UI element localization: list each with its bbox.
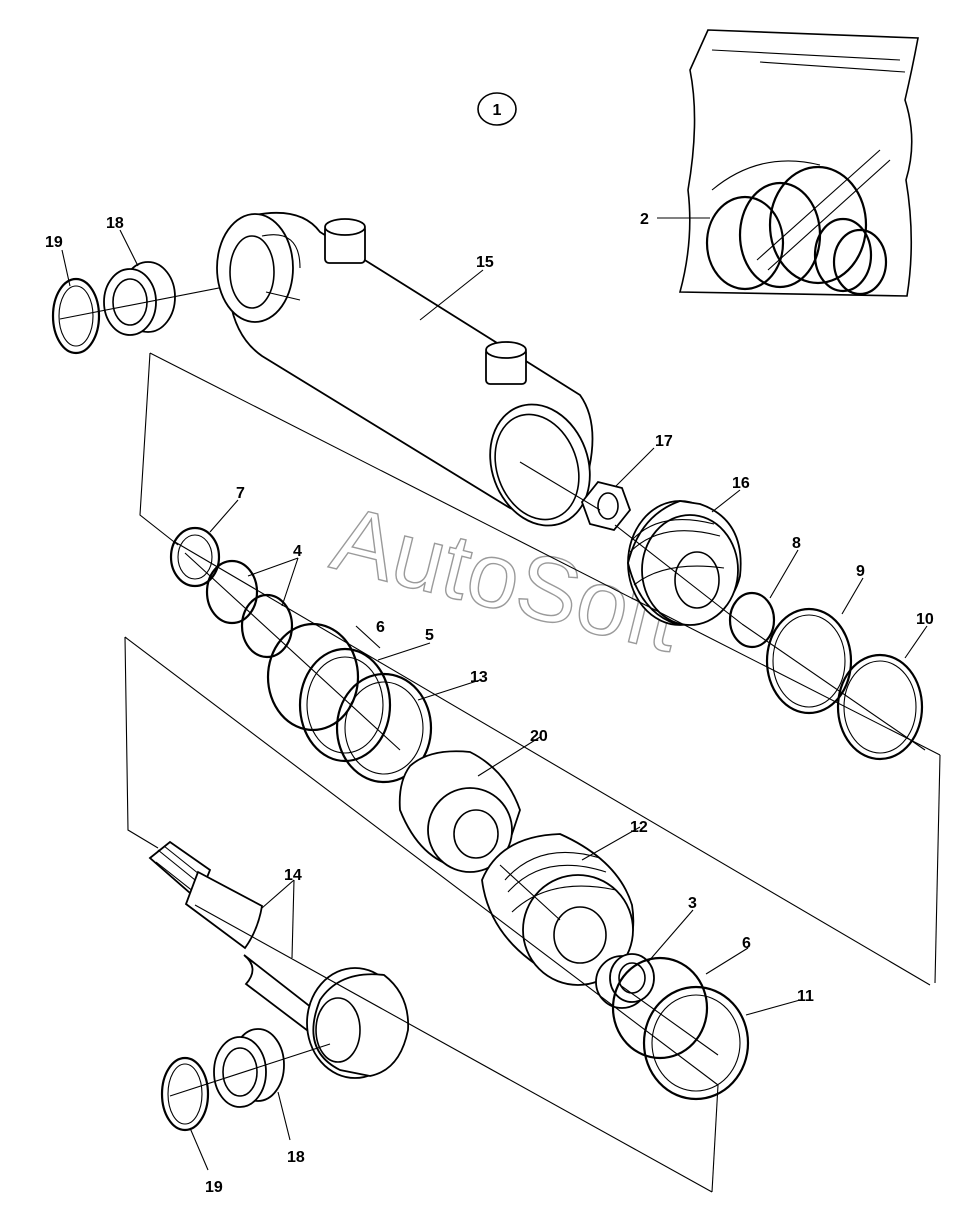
o-ring-4a: [205, 559, 259, 625]
label-4: 4: [293, 543, 302, 560]
seal-ring-5: [298, 647, 392, 763]
seal-ring-11: [642, 985, 750, 1101]
label-9: 9: [856, 563, 865, 580]
label-6-top: 6: [376, 619, 385, 636]
seal-ring-13: [335, 672, 433, 784]
assembly-number-badge: 1: [477, 92, 517, 126]
piston-front: [481, 833, 635, 986]
label-5: 5: [425, 627, 434, 644]
piston-rod: [148, 840, 409, 1079]
label-2: 2: [640, 211, 649, 228]
label-18-top: 18: [106, 215, 124, 232]
seal-ring-9: [765, 607, 853, 715]
part-labels: 19 18 2 15 17 16 7 4 6 5 13 20 8 9 10 12…: [45, 211, 934, 1196]
label-6-bottom: 6: [742, 935, 751, 952]
label-10: 10: [916, 611, 934, 628]
wiper-ring-7: [169, 526, 221, 588]
label-3: 3: [688, 895, 697, 912]
label-14: 14: [284, 867, 302, 884]
label-16: 16: [732, 475, 750, 492]
seal-kit-bag: [678, 29, 919, 297]
hex-nut: [580, 480, 632, 532]
seal-ring-6: [266, 622, 360, 732]
label-17: 17: [655, 433, 673, 450]
o-ring-4b: [240, 593, 294, 659]
label-8: 8: [792, 535, 801, 552]
cylinder-tube: [216, 211, 594, 527]
seal-ring-10: [836, 653, 924, 761]
label-20: 20: [530, 728, 548, 745]
piston-rear: [627, 500, 742, 626]
label-18-bottom: 18: [287, 1149, 305, 1166]
o-ring-8: [728, 591, 776, 649]
bushing-bottom: [213, 1028, 285, 1108]
label-12: 12: [630, 819, 648, 836]
assembly-number: 1: [493, 102, 502, 119]
leader-lines: [61, 217, 928, 1171]
assembly-guide-lines: [124, 291, 941, 1193]
retaining-ring-top: [51, 277, 101, 355]
label-7: 7: [236, 485, 245, 502]
label-13: 13: [470, 669, 488, 686]
label-19-top: 19: [45, 234, 63, 251]
spacer-20: [398, 750, 521, 873]
label-11: 11: [797, 988, 814, 1005]
guide-bush-3: [595, 953, 655, 1009]
label-19-bottom: 19: [205, 1179, 223, 1196]
label-15: 15: [476, 254, 494, 271]
retaining-ring-bottom: [160, 1056, 210, 1132]
seal-ring-6b: [611, 956, 709, 1060]
